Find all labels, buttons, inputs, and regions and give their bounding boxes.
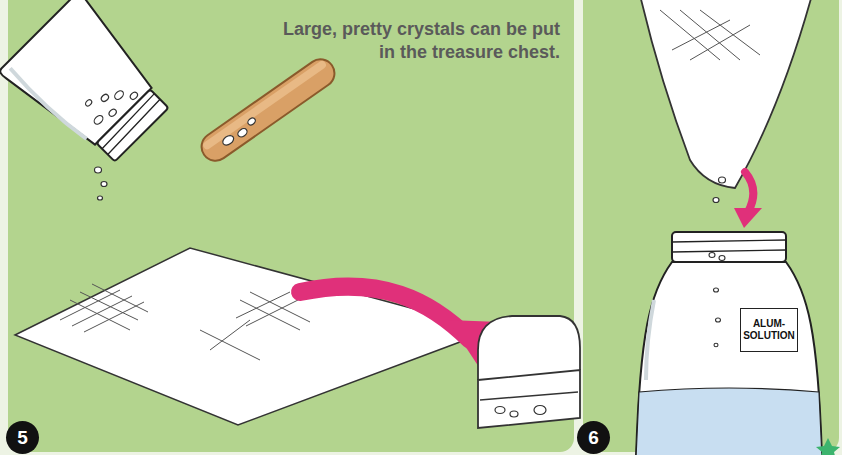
- crystal: [247, 117, 257, 127]
- crystal: [495, 407, 505, 414]
- paper-cone: [640, 0, 812, 188]
- stick-shine: [202, 59, 328, 150]
- crystal: [108, 108, 118, 118]
- box-front: [478, 370, 580, 428]
- crystal: [236, 127, 248, 138]
- lid: [478, 316, 580, 380]
- crystal: [101, 182, 107, 187]
- stick: [196, 54, 340, 166]
- crystal: [714, 288, 719, 292]
- paper-hatching: [60, 284, 310, 360]
- node-text: 6: [588, 427, 599, 449]
- box-edge: [480, 392, 578, 400]
- crystal: [93, 114, 105, 126]
- crystals: [80, 72, 139, 131]
- crystals: [495, 406, 546, 418]
- crystal: [129, 91, 139, 101]
- crystal: [719, 256, 725, 261]
- solution: [636, 388, 822, 455]
- jar-thread: [672, 240, 786, 252]
- falling-crystals: [95, 167, 108, 200]
- crystal: [113, 89, 125, 101]
- star: [816, 438, 840, 455]
- arrow-head: [734, 208, 762, 228]
- crystals: [220, 117, 259, 149]
- crystal: [510, 411, 518, 417]
- jar: [0, 0, 182, 175]
- jar-thread: [101, 94, 162, 155]
- treasure-chest: [478, 316, 580, 428]
- note-text: Large, pretty crystals can be put in the…: [262, 18, 560, 64]
- crystals: [709, 253, 725, 347]
- jar-body: [636, 262, 822, 455]
- crystal: [713, 198, 719, 203]
- arrow: [300, 287, 470, 340]
- crystal: [100, 93, 110, 103]
- node-text: ALUM- SOLUTION: [743, 318, 795, 342]
- step-number: 6: [577, 421, 610, 454]
- hatch: [200, 292, 310, 360]
- hatch: [60, 284, 148, 332]
- node-text: 5: [17, 427, 28, 449]
- crystal: [714, 343, 718, 347]
- hatch: [660, 10, 760, 60]
- jar-neck: [96, 89, 168, 161]
- crystal: [221, 134, 235, 147]
- crystal: [534, 406, 546, 415]
- jar-neck: [672, 232, 786, 262]
- arrow: [745, 172, 753, 212]
- crystal: [98, 196, 103, 200]
- stick-body: [196, 54, 340, 166]
- crystal: [719, 177, 726, 183]
- solution-jar: [636, 232, 822, 455]
- step-number: 5: [6, 421, 39, 454]
- crystal: [95, 167, 102, 173]
- jar-shine: [646, 300, 654, 380]
- crystal: [709, 253, 715, 258]
- jar-shine: [9, 65, 86, 142]
- crystal: [84, 99, 92, 107]
- paper: [15, 248, 492, 425]
- falling-crystals: [713, 177, 726, 203]
- crystal: [716, 318, 721, 322]
- jar-label: ALUM- SOLUTION: [740, 308, 798, 352]
